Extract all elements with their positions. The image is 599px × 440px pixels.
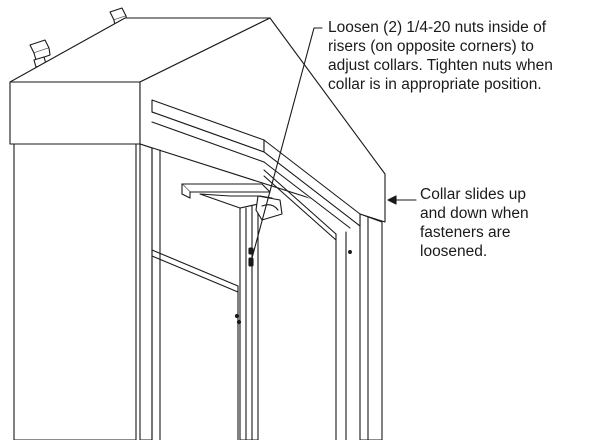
collar-right-face xyxy=(139,17,386,223)
fasteners xyxy=(234,247,352,325)
inner-upright xyxy=(239,203,259,440)
callout-nuts-text: Loosen (2) 1/4-20 nuts inside of risers … xyxy=(328,18,553,94)
interior-walls xyxy=(151,147,347,440)
callout-nuts-line-2: risers (on opposite corners) to xyxy=(328,38,534,55)
callout-collar-text: Collar slides up and down when fasteners… xyxy=(420,185,529,261)
callout-collar-line-2: and down when xyxy=(420,205,529,222)
callout-nuts-line-1: Loosen (2) 1/4-20 nuts inside of xyxy=(328,19,546,36)
callout-collar-line-4: loosened. xyxy=(420,243,488,260)
callout-collar-line-1: Collar slides up xyxy=(420,186,526,203)
arrow-collar xyxy=(387,195,417,205)
callout-collar-line-3: fasteners are xyxy=(420,224,511,241)
right-riser xyxy=(359,213,383,440)
cabinet-front-panel xyxy=(13,143,137,440)
left-riser xyxy=(139,143,153,440)
callout-nuts-line-3: adjust collars. Tighten nuts when xyxy=(328,57,553,74)
frame-rails xyxy=(151,99,361,229)
leader-line-nuts xyxy=(251,27,323,259)
callout-nuts-line-4: collar is in appropriate position. xyxy=(328,76,542,93)
collar-left-face xyxy=(9,81,141,145)
